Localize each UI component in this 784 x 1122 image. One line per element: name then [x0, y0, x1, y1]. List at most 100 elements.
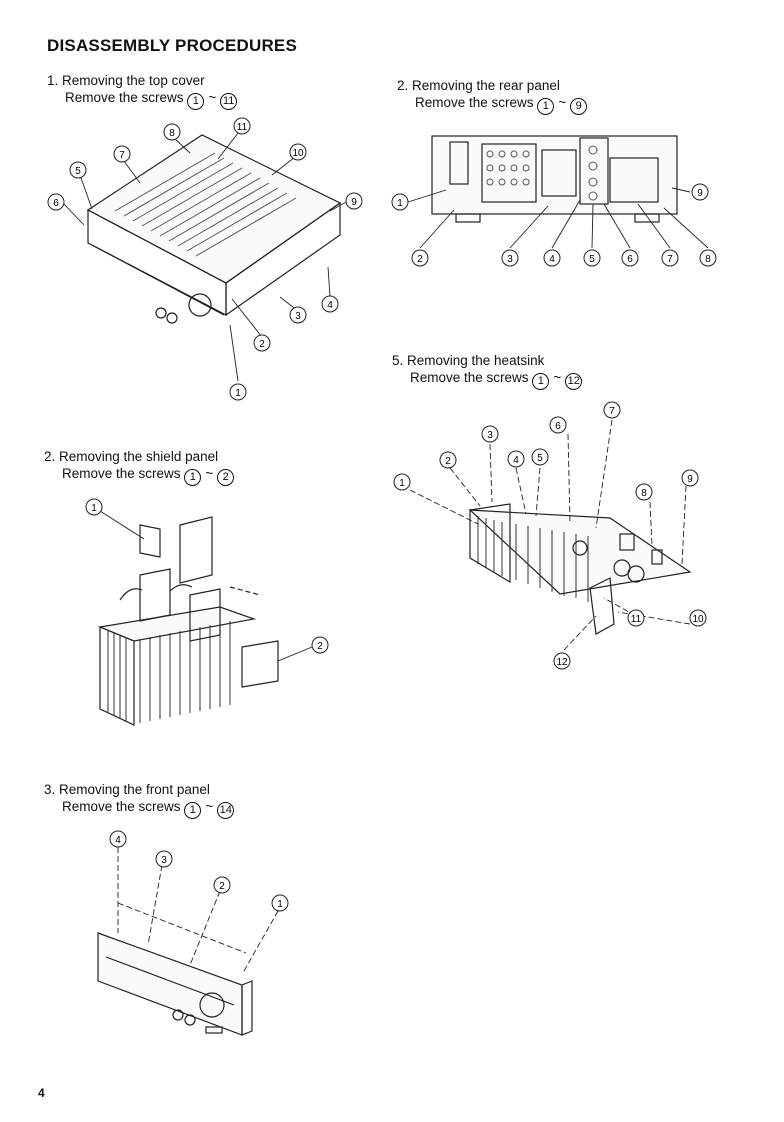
svg-text:2: 2	[417, 254, 423, 265]
svg-text:5: 5	[537, 453, 543, 464]
step-shield-panel: 2. Removing the shield panel Remove the …	[44, 448, 235, 486]
svg-text:2: 2	[445, 456, 451, 467]
svg-text:4: 4	[327, 300, 333, 311]
step-heading: 3. Removing the front panel	[44, 782, 210, 797]
callout-2: 2	[311, 636, 329, 654]
step-instruction: Remove the screws 1~9	[397, 94, 588, 115]
screw-end-label: 11	[220, 93, 238, 110]
svg-text:2: 2	[219, 881, 225, 892]
callout-7: 7	[603, 401, 621, 419]
leader-lines	[117, 847, 279, 972]
callout-10: 10	[289, 143, 307, 161]
svg-text:2: 2	[317, 641, 323, 652]
callout-3: 3	[289, 306, 307, 324]
front-panel-diagram: 1 2 3 4	[97, 830, 289, 1036]
callout-3: 3	[501, 249, 519, 267]
step-heading: 5. Removing the heatsink	[392, 353, 545, 368]
callout-1: 1	[393, 473, 411, 491]
step-heading: 2. Removing the rear panel	[397, 78, 560, 93]
callout-5: 5	[69, 161, 87, 179]
callout-4: 4	[109, 830, 127, 848]
step-instruction: Remove the screws 1~11	[47, 89, 238, 110]
callout-2: 2	[439, 451, 457, 469]
callout-12: 12	[553, 652, 571, 670]
top-cover-diagram: 1 2 3 4 5 6 7 8 9 10 11	[47, 117, 363, 401]
svg-text:8: 8	[169, 128, 175, 139]
step-front-panel: 3. Removing the front panel Remove the s…	[44, 781, 235, 819]
callout-11: 11	[627, 609, 645, 627]
callout-9: 9	[345, 192, 363, 210]
svg-text:1: 1	[277, 899, 283, 910]
svg-text:9: 9	[687, 474, 693, 485]
screw-start-label: 1	[184, 802, 202, 819]
svg-text:5: 5	[75, 166, 81, 177]
svg-text:11: 11	[631, 614, 642, 625]
svg-text:9: 9	[697, 188, 703, 199]
screw-end-label: 9	[570, 98, 588, 115]
svg-text:8: 8	[641, 488, 647, 499]
step-heading: 1. Removing the top cover	[47, 73, 205, 88]
screw-end-label: 14	[217, 802, 235, 819]
leader-lines	[409, 419, 691, 651]
leader-lines	[407, 187, 709, 249]
callout-6: 6	[549, 416, 567, 434]
rear-panel-diagram: 1 2 3 4 5 6 7 8 9	[391, 135, 717, 267]
svg-text:7: 7	[119, 150, 125, 161]
svg-text:7: 7	[609, 406, 615, 417]
callout-8: 8	[699, 249, 717, 267]
svg-text:4: 4	[549, 254, 555, 265]
callout-6: 6	[621, 249, 639, 267]
svg-text:1: 1	[397, 198, 403, 209]
page-number: 4	[38, 1086, 45, 1100]
svg-text:3: 3	[295, 311, 301, 322]
svg-text:3: 3	[507, 254, 513, 265]
callout-2: 2	[411, 249, 429, 267]
callout-4: 4	[321, 295, 339, 313]
callout-9: 9	[691, 183, 709, 201]
rear-panel-callouts: 1 2 3 4 5 6 7 8 9	[391, 183, 717, 267]
svg-text:10: 10	[292, 148, 304, 159]
front-panel-callouts: 1 2 3 4	[109, 830, 289, 912]
shield-panel-callouts: 1 2	[85, 498, 329, 654]
step-instruction: Remove the screws 1~14	[44, 798, 235, 819]
svg-text:1: 1	[399, 478, 405, 489]
callout-9: 9	[681, 469, 699, 487]
callout-1: 1	[271, 894, 289, 912]
callout-3: 3	[481, 425, 499, 443]
callout-2: 2	[253, 334, 271, 352]
callout-11: 11	[233, 117, 251, 135]
svg-text:6: 6	[555, 421, 561, 432]
svg-text:6: 6	[627, 254, 633, 265]
heatsink-diagram: 1 2 3 4 5 6 7 8 9 10 11 12	[393, 401, 707, 670]
step-rear-panel: 2. Removing the rear panel Remove the sc…	[397, 77, 588, 115]
front-panel-drawing	[97, 932, 253, 1036]
callout-10: 10	[689, 609, 707, 627]
callout-5: 5	[531, 448, 549, 466]
svg-text:12: 12	[556, 657, 568, 668]
screw-start-label: 1	[537, 98, 555, 115]
svg-text:4: 4	[115, 835, 121, 846]
callout-4: 4	[543, 249, 561, 267]
callout-7: 7	[113, 145, 131, 163]
page-title: DISASSEMBLY PROCEDURES	[47, 36, 298, 55]
callout-3: 3	[155, 850, 173, 868]
svg-text:6: 6	[53, 198, 59, 209]
screw-start-label: 1	[187, 93, 205, 110]
svg-text:3: 3	[487, 430, 493, 441]
screw-end-label: 2	[217, 469, 235, 486]
shield-panel-diagram: 1 2	[85, 498, 329, 726]
receiver-body-drawing	[86, 134, 342, 324]
svg-text:5: 5	[589, 254, 595, 265]
callout-1: 1	[85, 498, 103, 516]
screw-end-label: 12	[565, 373, 583, 390]
heatsink-callouts: 1 2 3 4 5 6 7 8 9 10 11 12	[393, 401, 707, 670]
step-instruction: Remove the screws 1~12	[392, 369, 583, 390]
callout-6: 6	[47, 193, 65, 211]
callout-1: 1	[229, 383, 247, 401]
svg-text:8: 8	[705, 254, 711, 265]
callout-2: 2	[213, 876, 231, 894]
svg-text:2: 2	[259, 339, 265, 350]
svg-text:10: 10	[692, 614, 704, 625]
heatsink-board-drawing	[468, 503, 692, 635]
callout-8: 8	[163, 123, 181, 141]
